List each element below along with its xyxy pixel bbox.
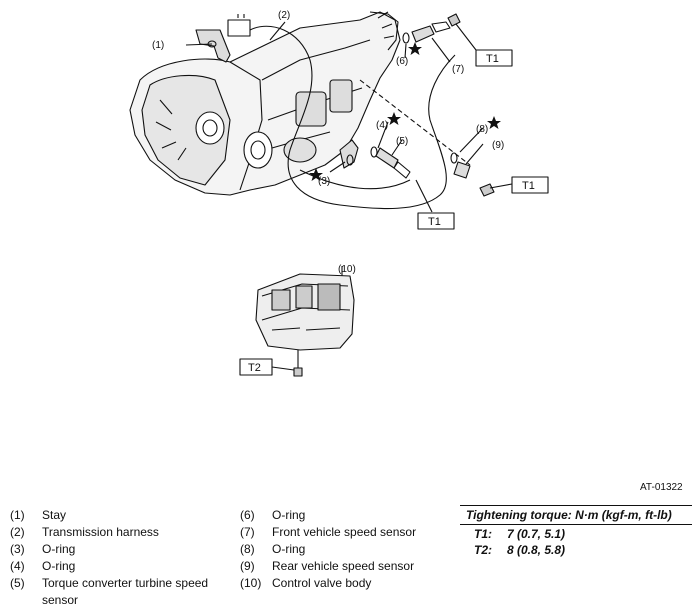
stay-part (195, 29, 231, 63)
turbine-speed-sensor (370, 146, 411, 179)
callout-4: (4) (376, 120, 388, 131)
legend-item: (6)O-ring (240, 508, 306, 522)
torque-box-t1-top (475, 49, 513, 67)
callout-3: (3) (318, 176, 330, 187)
legend-item: (8)O-ring (240, 542, 306, 556)
legend-item: (3)O-ring (10, 542, 76, 556)
control-valve-body (255, 273, 355, 377)
star-icon (408, 42, 422, 55)
callout-9: (9) (492, 140, 504, 151)
torque-row-t1: T1:7 (0.7, 5.1) (474, 527, 566, 541)
torque-box-t1-right (511, 176, 549, 194)
callout-6: (6) (396, 56, 408, 67)
torque-table-title: Tightening torque: N·m (kgf-m, ft-lb) (460, 505, 692, 525)
t2-label: T2 (248, 362, 261, 374)
t1-label-right: T1 (522, 180, 535, 192)
front-speed-sensor (402, 13, 461, 44)
callout-7: (7) (452, 64, 464, 75)
callout-5: (5) (396, 136, 408, 147)
o-ring-3 (346, 154, 354, 166)
legend-item: (1)Stay (10, 508, 67, 522)
star-icon (309, 168, 323, 181)
callout-1: (1) (152, 40, 164, 51)
transmission-diagram: (1) (2) (3) (4) (5) (6) (7) (8) (9) (10)… (129, 10, 549, 377)
legend-item: (10)Control valve body (240, 576, 372, 590)
transmission-case (129, 11, 401, 196)
transmission-harness (249, 25, 456, 210)
legend-right-column: (6)O-ring (7)Front vehicle speed sensor … (240, 507, 442, 592)
rear-speed-sensor (450, 152, 495, 197)
legend-item: (5)Torque converter turbine speed sensor (10, 576, 209, 607)
t1-label-top: T1 (486, 53, 499, 65)
legend-item: (7)Front vehicle speed sensor (240, 525, 417, 539)
callout-2: (2) (278, 10, 290, 21)
tightening-torque-table: Tightening torque: N·m (kgf-m, ft-lb) T1… (460, 505, 692, 557)
callout-8: (8) (476, 124, 488, 135)
star-icon (387, 112, 401, 125)
star-icon (487, 116, 501, 129)
legend-left-column: (1)Stay (2)Transmission harness (3)O-rin… (10, 507, 212, 609)
t1-label-bottom: T1 (428, 216, 441, 228)
callout-10: (10) (338, 264, 356, 275)
legend-item: (9)Rear vehicle speed sensor (240, 559, 415, 573)
torque-box-t1-bottom (417, 212, 455, 230)
reference-code: AT-01322 (640, 482, 683, 493)
legend-item: (4)O-ring (10, 559, 76, 573)
replace-star-icons (309, 42, 501, 181)
torque-row-t2: T2:8 (0.8, 5.8) (474, 543, 566, 557)
legend-item: (2)Transmission harness (10, 525, 159, 539)
